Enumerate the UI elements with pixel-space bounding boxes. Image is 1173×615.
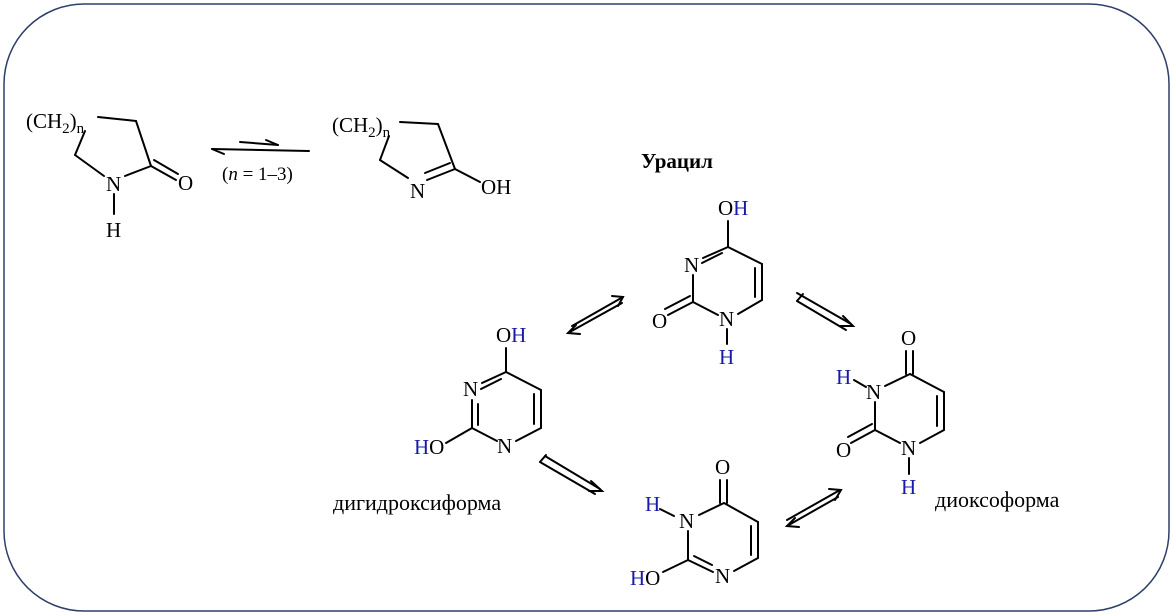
h-atom: H — [106, 218, 121, 242]
dioxo-form-label: диоксоформа — [935, 487, 1060, 512]
diagram-title: Урацил — [641, 149, 713, 173]
uracil-structure-bottom: O N N H HO — [630, 455, 759, 590]
dioxo-structure: O N N O H H — [836, 326, 945, 499]
lactam-structure: (CH2)n N O H — [26, 109, 193, 242]
ho-group: HO — [414, 435, 444, 459]
condition-label: (n = 1–3) — [222, 164, 293, 185]
ch2n-label-left: (CH2)n — [26, 109, 85, 137]
ch2n-label-right: (CH2)n — [332, 113, 391, 141]
n-atom: N — [106, 172, 121, 196]
n-atom: N — [715, 564, 730, 588]
dihydroxy-form-label: дигидроксиформа — [333, 490, 501, 515]
h-atom: H — [645, 492, 660, 516]
n-atom: N — [719, 307, 734, 331]
oh-o-atom: OH — [718, 196, 748, 220]
n-atom: N — [684, 253, 699, 277]
equilibrium-arrow-top — [211, 139, 310, 155]
n-atom: N — [866, 380, 881, 404]
oh-group: OH — [481, 175, 511, 199]
o-atom: O — [901, 326, 916, 350]
n-atom: N — [497, 434, 512, 458]
equilibrium-arrow-lower-left — [539, 454, 605, 495]
n-atom: N — [679, 509, 694, 533]
h-atom: H — [901, 475, 916, 499]
o-atom: O — [652, 309, 667, 333]
n-atom: N — [410, 179, 425, 203]
o-atom: O — [836, 438, 851, 462]
lactim-structure: (CH2)n N OH — [332, 113, 511, 203]
equilibrium-arrow-upper-left — [565, 295, 625, 335]
oh-o-atom: OH — [496, 323, 526, 347]
uracil-structure-top: OH N N O H — [652, 196, 763, 369]
equilibrium-arrow-upper-right — [796, 292, 856, 331]
o-atom: O — [178, 171, 193, 195]
n-atom: N — [463, 377, 478, 401]
h-atom: H — [836, 365, 851, 389]
dihydroxy-structure: OH N N HO — [414, 323, 542, 459]
equilibrium-arrow-lower-right — [784, 488, 843, 528]
h-atom: H — [719, 345, 734, 369]
o-atom: O — [715, 455, 730, 479]
n-atom: N — [901, 436, 916, 460]
ho-group: HO — [630, 566, 660, 590]
diagram-frame — [3, 3, 1170, 612]
